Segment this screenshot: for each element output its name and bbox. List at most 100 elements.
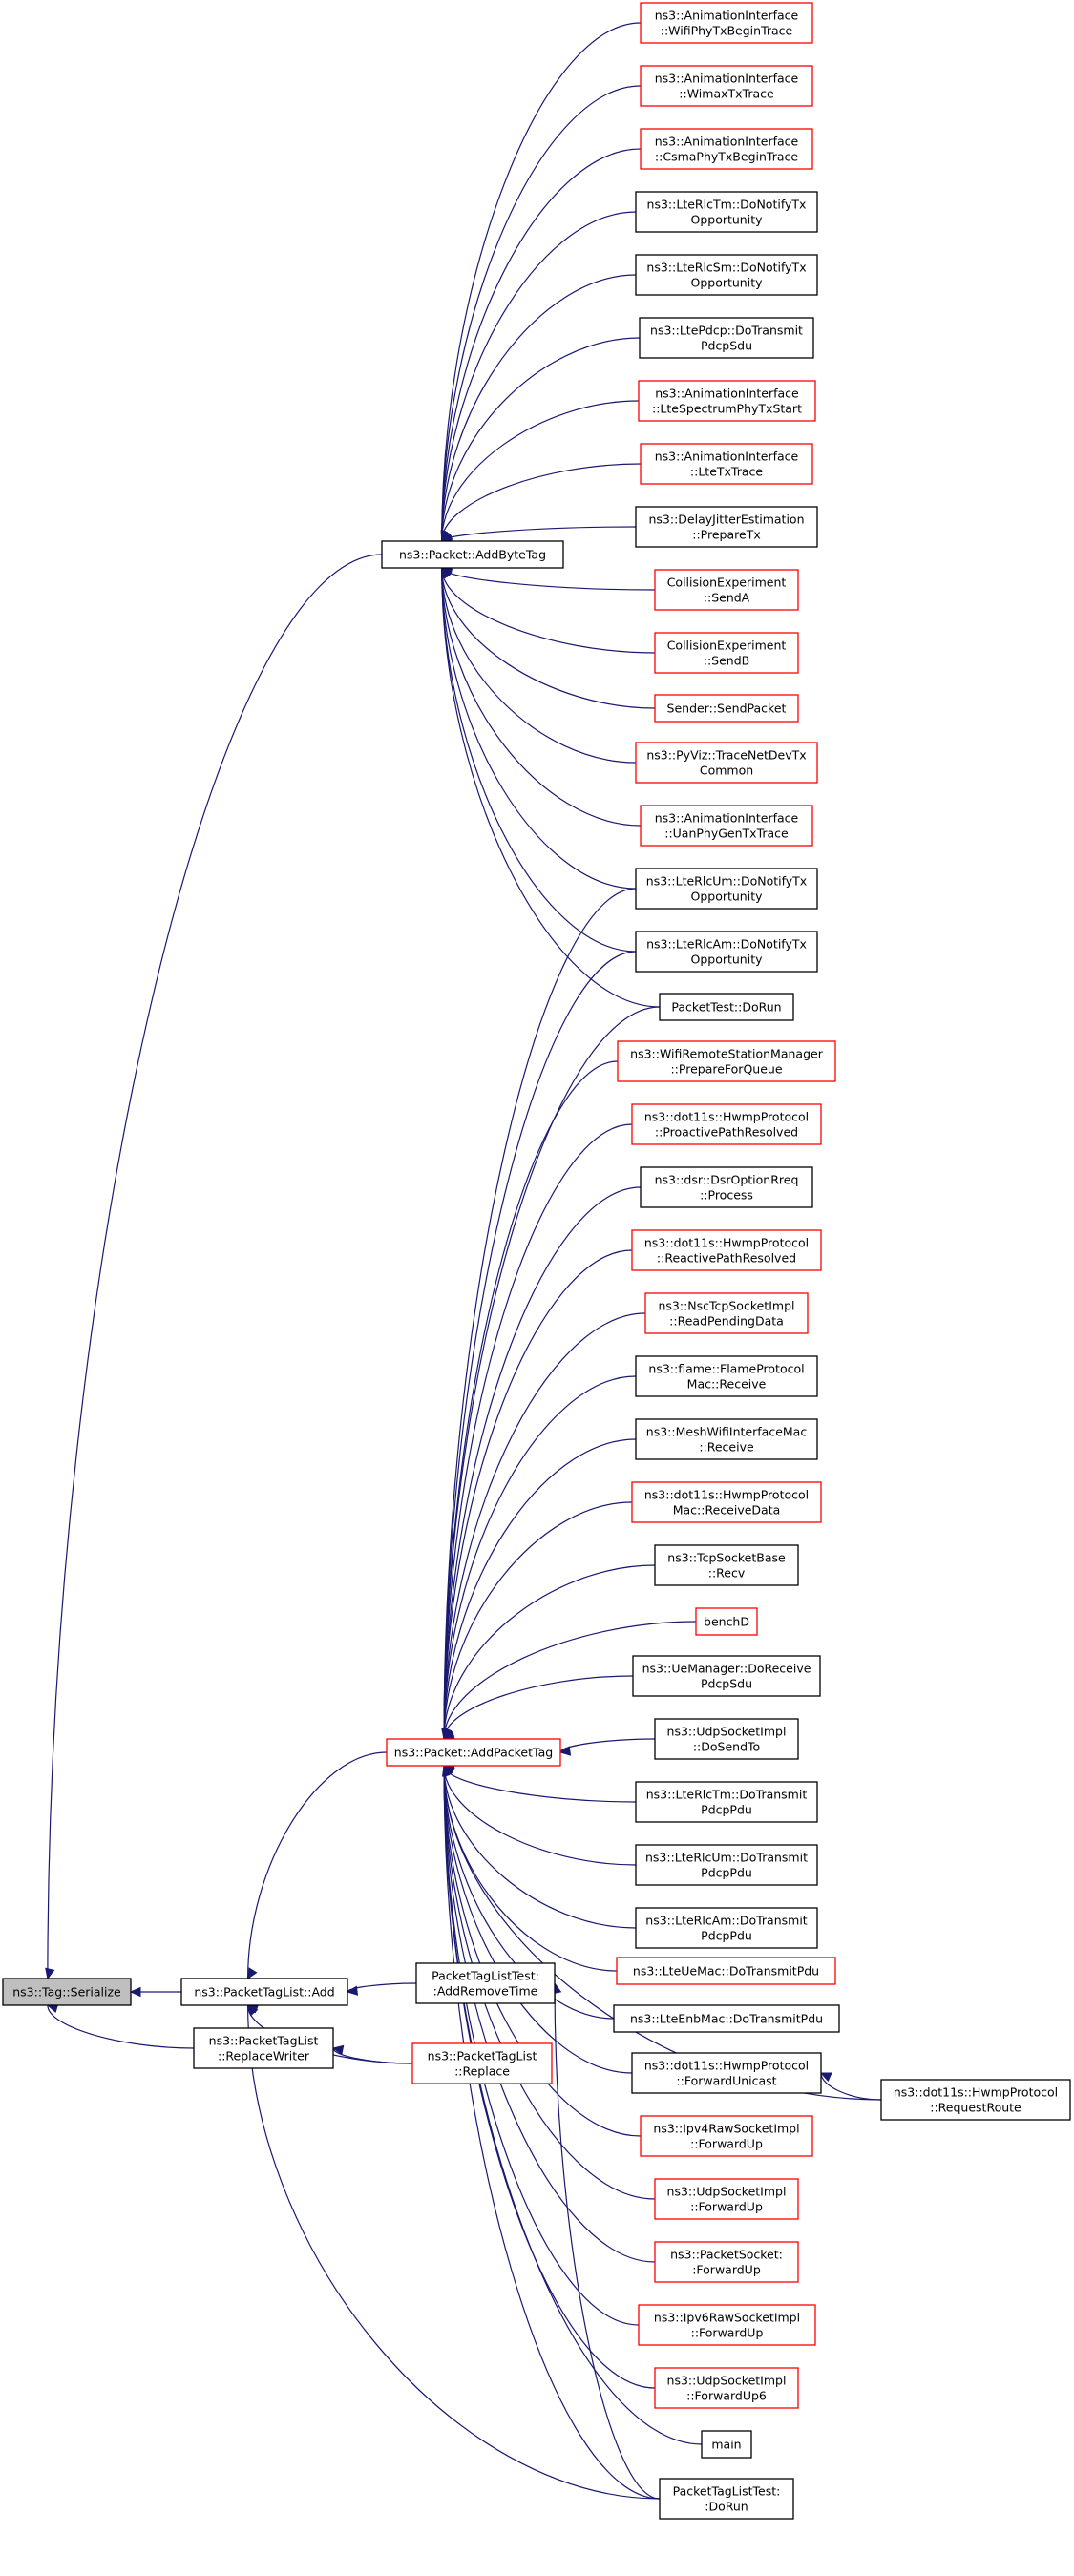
edge-rlctm_tx-to-addbytetag — [441, 211, 637, 543]
node-csma[interactable]: ns3::AnimationInterface::CsmaPhyTxBeginT… — [640, 128, 813, 170]
node-label: CollisionExperiment — [667, 639, 787, 653]
node-box — [386, 1738, 561, 1767]
node-box — [2, 1978, 132, 2006]
edge-wifiremote-to-addpackettag — [441, 1060, 619, 1741]
node-box — [381, 540, 564, 569]
node-wifiphy[interactable]: ns3::AnimationInterface::WifiPhyTxBeginT… — [640, 2, 813, 44]
node-hwmp-route[interactable]: ns3::dot11s::HwmpProtocol::RequestRoute — [880, 2079, 1071, 2121]
node-label: ::Receive — [699, 1440, 754, 1455]
node-enbmac[interactable]: ns3::LteEnbMac::DoTransmitPdu — [613, 2004, 840, 2033]
node-ptl-add[interactable]: ns3::PacketTagList::Add — [180, 1978, 348, 2006]
node-label: ns3::LteRlcTm::DoTransmit — [646, 1788, 808, 1802]
edge-dsr-to-addpackettag — [442, 1186, 642, 1741]
node-ptl-replacewriter[interactable]: ns3::PacketTagList::ReplaceWriter — [193, 2027, 334, 2069]
node-senda[interactable]: CollisionExperiment::SendA — [654, 569, 799, 611]
node-label: ::SendA — [704, 591, 750, 605]
node-label: benchD — [704, 1615, 749, 1629]
node-ptl-replace[interactable]: ns3::PacketTagList::Replace — [411, 2042, 553, 2084]
node-label: PacketTagListTest: — [673, 2484, 781, 2499]
node-sendpacket[interactable]: Sender::SendPacket — [654, 694, 799, 723]
edge-rlctm_pdu-to-addpackettag — [442, 1762, 637, 1803]
node-label: ::PrepareForQueue — [670, 1062, 782, 1077]
node-box — [415, 1962, 556, 2004]
node-box — [640, 805, 813, 847]
edge-flame-to-addpackettag — [443, 1375, 637, 1741]
node-label: ns3::LteEnbMac::DoTransmitPdu — [630, 2012, 823, 2026]
node-packettest[interactable]: PacketTest::DoRun — [659, 993, 794, 1021]
node-label: ::ProactivePathResolved — [655, 1125, 798, 1140]
node-label: ns3::Ipv6RawSocketImpl — [654, 2311, 800, 2325]
node-udpfwd[interactable]: ns3::UdpSocketImpl::ForwardUp — [654, 2178, 799, 2220]
node-ptlt-addremove[interactable]: PacketTagListTest::AddRemoveTime — [415, 1962, 556, 2004]
node-ipv6raw[interactable]: ns3::Ipv6RawSocketImpl::ForwardUp — [638, 2304, 816, 2346]
edge-rlcsm_tx-to-addbytetag — [440, 274, 637, 542]
node-main[interactable]: main — [701, 2430, 752, 2459]
node-uanphy[interactable]: ns3::AnimationInterface::UanPhyGenTxTrac… — [640, 805, 813, 847]
node-label: ::Recv — [708, 1566, 746, 1581]
node-benchd[interactable]: benchD — [695, 1607, 758, 1636]
node-label: ns3::LtePdcp::DoTransmit — [650, 324, 803, 338]
node-label: ns3::dot11s::HwmpProtocol — [644, 1488, 809, 1502]
node-box — [654, 569, 799, 611]
node-label: ns3::dot11s::HwmpProtocol — [644, 1236, 809, 1250]
node-box — [193, 2027, 334, 2069]
node-packetsocket[interactable]: ns3::PacketSocket::ForwardUp — [654, 2241, 799, 2283]
node-hwmp-reactive[interactable]: ns3::dot11s::HwmpProtocol::ReactivePathR… — [631, 1229, 822, 1271]
node-hwmp-fwd[interactable]: ns3::dot11s::HwmpProtocol::ForwardUnicas… — [631, 2052, 822, 2094]
node-nsctcp[interactable]: ns3::NscTcpSocketImpl::ReadPendingData — [644, 1292, 809, 1334]
node-addbytetag[interactable]: ns3::Packet::AddByteTag — [381, 540, 564, 569]
node-hwmpmac[interactable]: ns3::dot11s::HwmpProtocolMac::ReceiveDat… — [631, 1481, 822, 1523]
edge-wifiphy-to-addbytetag — [440, 22, 642, 543]
node-label: Mac::ReceiveData — [673, 1503, 781, 1518]
edge-pdcp-to-addbytetag — [440, 337, 641, 542]
node-meshwifi[interactable]: ns3::MeshWifiInterfaceMac::Receive — [635, 1418, 818, 1460]
node-label: ns3::AnimationInterface — [655, 9, 799, 23]
node-wifiremote[interactable]: ns3::WifiRemoteStationManager::PrepareFo… — [617, 1040, 836, 1082]
node-addpackettag[interactable]: ns3::Packet::AddPacketTag — [386, 1738, 561, 1767]
node-label: ::CsmaPhyTxBeginTrace — [655, 150, 798, 164]
node-label: ns3::dsr::DsrOptionRreq — [655, 1173, 799, 1187]
node-dsr[interactable]: ns3::dsr::DsrOptionRreq::Process — [640, 1166, 813, 1208]
node-label: ns3::dot11s::HwmpProtocol — [894, 2085, 1058, 2100]
node-uemac[interactable]: ns3::LteUeMac::DoTransmitPdu — [616, 1957, 836, 1985]
node-serialize[interactable]: ns3::Tag::Serialize — [2, 1978, 132, 2006]
node-label: Sender::SendPacket — [667, 702, 787, 716]
node-udpsendto[interactable]: ns3::UdpSocketImpl::DoSendTo — [654, 1718, 799, 1760]
node-delay[interactable]: ns3::DelayJitterEstimation::PrepareTx — [635, 506, 818, 548]
node-label: ::LteSpectrumPhyTxStart — [652, 402, 802, 416]
node-label: ::Process — [700, 1188, 753, 1203]
node-label: ns3::Ipv4RawSocketImpl — [653, 2122, 799, 2136]
node-ipv4raw[interactable]: ns3::Ipv4RawSocketImpl::ForwardUp — [640, 2115, 813, 2157]
node-hwmp-proactive[interactable]: ns3::dot11s::HwmpProtocol::ProactivePath… — [631, 1103, 822, 1145]
node-label: ns3::dot11s::HwmpProtocol — [644, 2059, 809, 2073]
node-tcpbase[interactable]: ns3::TcpSocketBase::Recv — [654, 1544, 799, 1586]
node-udpfwd6[interactable]: ns3::UdpSocketImpl::ForwardUp6 — [654, 2367, 799, 2409]
edge-pyviz-to-addbytetag — [440, 567, 637, 764]
edge-ltetx-to-addbytetag — [440, 463, 642, 543]
node-ltetx[interactable]: ns3::AnimationInterface::LteTxTrace — [640, 443, 813, 485]
edge-ptl_add-to-serialize — [129, 1986, 181, 1998]
node-sendb[interactable]: CollisionExperiment::SendB — [654, 632, 799, 674]
node-box — [654, 632, 799, 674]
node-box — [613, 2004, 840, 2033]
node-box — [640, 2115, 813, 2157]
node-ptlt-dorun[interactable]: PacketTagListTest::DoRun — [659, 2478, 794, 2520]
node-wimax[interactable]: ns3::AnimationInterface::WimaxTxTrace — [640, 65, 813, 107]
edge-sendb-to-addbytetag — [440, 566, 656, 654]
node-box — [659, 2478, 794, 2520]
edge-nsctcp-to-addpackettag — [443, 1312, 646, 1741]
node-ltespec[interactable]: ns3::AnimationInterface::LteSpectrumPhyT… — [638, 380, 816, 422]
nodes-layer: ns3::Tag::Serialize ns3::PacketTagList::A… — [2, 2, 1071, 2520]
node-box — [632, 1655, 821, 1697]
